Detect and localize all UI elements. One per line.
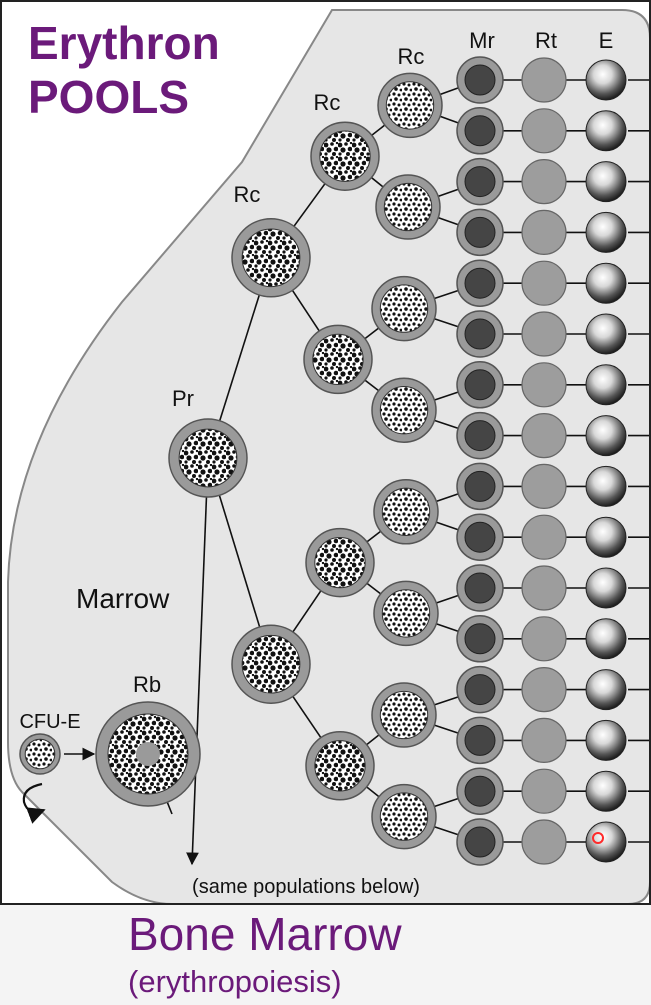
rt-cell bbox=[521, 209, 567, 255]
rc-cell bbox=[375, 174, 441, 240]
diagram-frame: Mr Rt E Rc Rc Rc Pr Marrow Rb CFU-E (sam… bbox=[0, 0, 651, 905]
rt-cell bbox=[521, 616, 567, 662]
title-line1: Erythron bbox=[28, 17, 220, 69]
rt-cell bbox=[521, 768, 567, 814]
rt-cell bbox=[521, 311, 567, 357]
e-cell bbox=[585, 313, 627, 355]
e-cell bbox=[585, 161, 627, 203]
rt-cell bbox=[521, 413, 567, 459]
rt-cell bbox=[521, 463, 567, 509]
mr-cell bbox=[456, 361, 504, 409]
rt-cell bbox=[521, 260, 567, 306]
caption-title: Bone Marrow bbox=[128, 908, 402, 960]
label-cfu-e: CFU-E bbox=[19, 711, 80, 733]
e-cell bbox=[585, 719, 627, 761]
rt-cell bbox=[521, 362, 567, 408]
rc-cell bbox=[231, 218, 311, 298]
output-ticks bbox=[628, 79, 649, 843]
e-cell bbox=[585, 821, 627, 863]
rc-cell bbox=[371, 377, 437, 443]
rc-cell bbox=[305, 527, 375, 598]
e-cell bbox=[585, 59, 627, 101]
mr-cell bbox=[456, 107, 504, 155]
e-cell bbox=[585, 669, 627, 711]
e-cell bbox=[585, 770, 627, 812]
cells bbox=[19, 56, 627, 866]
mr-cell bbox=[456, 259, 504, 307]
mr-cell bbox=[456, 310, 504, 358]
rc-cell bbox=[377, 72, 443, 139]
mr-cell bbox=[456, 208, 504, 257]
label-rc-gen4: Rc bbox=[398, 44, 425, 69]
caption-subtitle: (erythropoiesis) bbox=[128, 964, 342, 999]
rc-cell bbox=[373, 580, 439, 647]
label-rt: Rt bbox=[535, 28, 557, 53]
label-same-populations-below: (same populations below) bbox=[192, 876, 420, 898]
connector-pr-below bbox=[186, 457, 209, 866]
mr-cell bbox=[456, 564, 504, 612]
rc-cell bbox=[231, 624, 311, 704]
caption-band bbox=[0, 905, 651, 1005]
rt-cell bbox=[521, 57, 567, 103]
mr-cell bbox=[456, 513, 504, 561]
cfu-e-cell bbox=[19, 733, 61, 775]
label-e: E bbox=[599, 28, 614, 53]
rt-cell bbox=[521, 159, 567, 205]
e-cell bbox=[585, 415, 627, 457]
rt-cell bbox=[521, 717, 567, 764]
rt-cell bbox=[521, 819, 567, 865]
rt-cell bbox=[521, 108, 567, 154]
mr-cell bbox=[456, 665, 504, 714]
e-cell bbox=[585, 262, 627, 304]
mr-cell bbox=[456, 767, 504, 815]
label-mr: Mr bbox=[469, 28, 495, 53]
e-cell bbox=[585, 567, 627, 609]
self-renewal-arrow-icon bbox=[22, 782, 46, 824]
label-rc-gen3: Rc bbox=[314, 90, 341, 115]
e-cell bbox=[585, 211, 627, 253]
rb-cell bbox=[95, 701, 201, 807]
rc-cell bbox=[371, 783, 437, 850]
mr-cell bbox=[456, 56, 504, 104]
rc-cell bbox=[303, 324, 373, 395]
pronormoblast-cell bbox=[168, 418, 248, 498]
mr-cell bbox=[456, 716, 504, 765]
e-cell bbox=[585, 110, 627, 152]
rt-cell bbox=[521, 565, 567, 611]
rc-cell bbox=[373, 479, 439, 545]
e-cell bbox=[585, 618, 627, 660]
mr-cell bbox=[456, 462, 504, 511]
erythron-pools-diagram: Mr Rt E Rc Rc Rc Pr Marrow Rb CFU-E (sam… bbox=[7, 9, 649, 903]
rc-cell bbox=[310, 121, 380, 191]
highlight-marker bbox=[592, 832, 604, 844]
rt-cell bbox=[521, 666, 567, 713]
e-cell bbox=[585, 465, 627, 507]
label-marrow: Marrow bbox=[76, 583, 170, 614]
rc-cell bbox=[371, 682, 437, 748]
label-pr: Pr bbox=[172, 386, 194, 411]
rt-cell bbox=[521, 514, 567, 560]
rc-cell bbox=[305, 731, 375, 801]
title-line2: POOLS bbox=[28, 71, 190, 123]
mr-cell bbox=[456, 157, 504, 206]
mr-cell bbox=[456, 615, 504, 663]
label-rb: Rb bbox=[133, 672, 161, 697]
mr-cell bbox=[456, 411, 504, 460]
label-rc-gen2: Rc bbox=[234, 182, 261, 207]
mr-cell bbox=[456, 818, 504, 866]
e-cell bbox=[585, 364, 627, 406]
e-cell bbox=[585, 516, 627, 558]
rc-cell bbox=[371, 275, 437, 342]
